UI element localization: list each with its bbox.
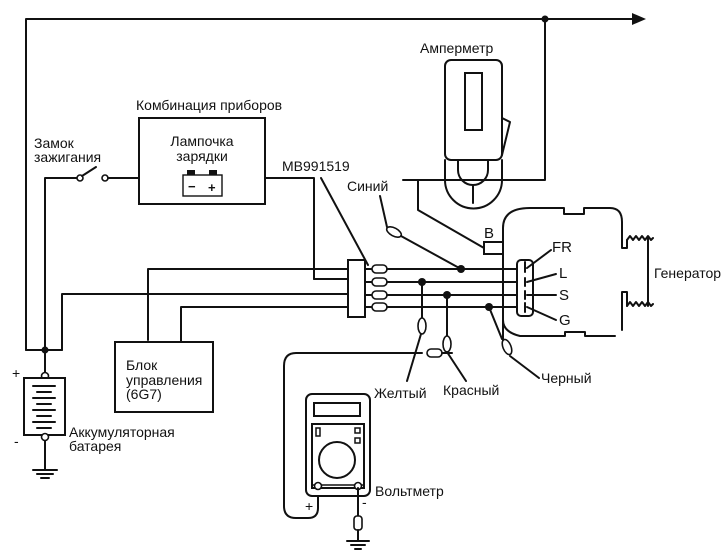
ignition-switch[interactable]: Замок зажигания — [34, 135, 140, 351]
ecu: Блок управления (6G7) — [114, 341, 214, 413]
wire-blue-label: Синий — [347, 178, 388, 194]
ecu-label: управления — [126, 372, 202, 388]
ground-icon — [346, 540, 370, 550]
ecu-label: (6G7) — [126, 386, 162, 402]
probe-blue: Синий — [347, 178, 465, 273]
terminal-g-label: G — [559, 312, 571, 329]
battery-minus-label: - — [14, 433, 19, 449]
probe-red: Красный — [442, 291, 499, 398]
instrument-cluster: Комбинация приборов Лампочка зарядки − + — [136, 97, 351, 280]
adapter-pins — [364, 264, 388, 312]
svg-text:−: − — [188, 179, 196, 194]
ground-icon — [32, 469, 58, 479]
svg-text:+: + — [208, 180, 216, 195]
charge-lamp-label: зарядки — [176, 148, 228, 164]
charge-lamp-label: Лампочка — [170, 133, 233, 149]
terminal-s-label: S — [559, 287, 569, 304]
ecu-label: Блок — [126, 357, 158, 373]
generator-connector — [516, 259, 534, 317]
arrow-right-icon — [632, 13, 646, 25]
junction-dot — [457, 265, 465, 273]
terminal-b-label: B — [484, 225, 494, 242]
ammeter-label: Амперметр — [420, 40, 493, 56]
probe-yellow: Желтый — [374, 278, 427, 401]
charge-lamp-battery-icon: − + — [182, 170, 223, 197]
generator-label: Генератор — [654, 265, 721, 281]
probe-black: Черный — [485, 303, 592, 386]
terminal-fr-label: FR — [552, 239, 572, 256]
battery-label: Аккумуляторная — [69, 424, 175, 440]
wire-black-label: Черный — [541, 370, 592, 386]
voltmeter-label: Вольтметр — [375, 483, 444, 499]
generator: Генератор B FR L S G — [483, 207, 721, 341]
adapter-harness: MB991519 — [61, 158, 524, 351]
terminal-l-label: L — [559, 265, 567, 282]
voltmeter-minus-label: - — [362, 494, 367, 510]
voltmeter-positive-lead — [283, 348, 453, 519]
adapter-connector-block — [347, 259, 366, 318]
voltmeter-plus-label: + — [305, 498, 313, 514]
adapter-harness-label: MB991519 — [282, 158, 350, 174]
wire-yellow-label: Желтый — [374, 385, 427, 401]
battery-label: батарея — [69, 438, 121, 454]
ignition-switch-label: Замок — [34, 135, 75, 151]
main-supply-wire — [25, 13, 646, 351]
wire-red-label: Красный — [443, 382, 499, 398]
ammeter: Амперметр — [417, 40, 511, 249]
battery-plus-label: + — [12, 365, 20, 381]
instrument-cluster-label: Комбинация приборов — [136, 97, 282, 113]
ignition-switch-label: зажигания — [34, 149, 101, 165]
voltmeter: Вольтметр + - — [305, 393, 444, 550]
terminal-b — [483, 241, 504, 255]
battery: + - Аккумуляторная батарея — [12, 346, 175, 479]
battery-cells-icon — [32, 385, 56, 429]
